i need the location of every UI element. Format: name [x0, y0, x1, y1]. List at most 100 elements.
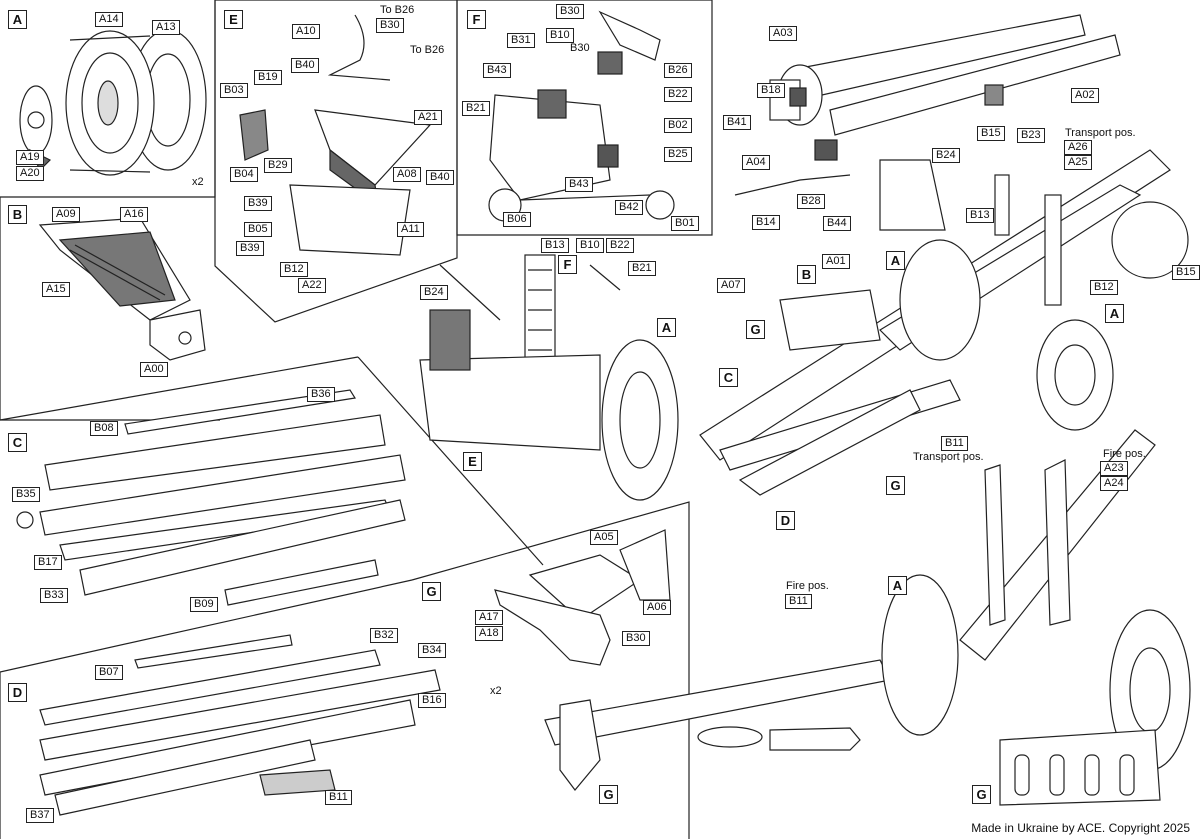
part-label: B13	[541, 238, 569, 253]
front-view-drawing	[419, 254, 679, 501]
section-marker-g-transport: G	[886, 476, 905, 495]
part-label: A07	[717, 278, 745, 293]
fire-position-drawing	[544, 429, 1191, 806]
part-label: B11	[785, 594, 812, 609]
part-label: B02	[664, 118, 692, 133]
part-label: A03	[769, 26, 797, 41]
part-label: A26	[1064, 140, 1092, 155]
panel-border	[456, 0, 713, 236]
part-label: B36	[307, 387, 335, 402]
sight-assembly-drawing	[488, 10, 675, 222]
part-label: A06	[643, 600, 671, 615]
routing-note: To B26	[410, 44, 445, 56]
part-label: A02	[1071, 88, 1099, 103]
part-label: A08	[393, 167, 421, 182]
section-marker-c-transport: C	[719, 368, 738, 387]
part-label: B15	[1172, 265, 1200, 280]
part-label: B16	[418, 693, 446, 708]
part-label: A00	[140, 362, 168, 377]
section-marker-g-transport: G	[746, 320, 765, 339]
copyright-footer: Made in Ukraine by ACE. Copyright 2025	[971, 821, 1190, 835]
panel-border	[411, 501, 690, 839]
part-label: B22	[664, 87, 692, 102]
part-label: A25	[1064, 155, 1092, 170]
part-label: B26	[664, 63, 692, 78]
part-label: A09	[52, 207, 80, 222]
section-marker-a-front: A	[657, 318, 676, 337]
part-label: B35	[12, 487, 40, 502]
section-marker-e-front: E	[463, 452, 482, 471]
part-label: B11	[325, 790, 352, 805]
section-marker-b: B	[8, 205, 27, 224]
part-label: B19	[254, 70, 282, 85]
fire-position-note: Fire pos.	[1103, 448, 1146, 460]
ammo-box-drawing	[38, 217, 206, 361]
part-label: B40	[291, 58, 319, 73]
part-label: B22	[606, 238, 634, 253]
part-label: B21	[462, 101, 490, 116]
section-marker-g-fire: G	[972, 785, 991, 804]
part-label: B43	[483, 63, 511, 78]
part-label: B29	[264, 158, 292, 173]
multiplier-a: x2	[192, 176, 204, 188]
panel-border	[214, 0, 458, 323]
part-label: B24	[932, 148, 960, 163]
multiplier-g: x2	[490, 685, 502, 697]
part-label: B44	[823, 216, 851, 231]
part-label: B25	[664, 147, 692, 162]
part-label: B30	[556, 4, 584, 19]
wheel-parts-drawing	[19, 29, 207, 176]
section-marker-c: C	[8, 433, 27, 452]
part-label: A16	[120, 207, 148, 222]
part-label: A20	[16, 166, 44, 181]
part-label: A23	[1100, 461, 1128, 476]
part-label: A24	[1100, 476, 1128, 491]
part-label: B34	[418, 643, 446, 658]
part-label: A22	[298, 278, 326, 293]
part-label: B43	[565, 177, 593, 192]
part-label: A10	[292, 24, 320, 39]
part-label: B39	[244, 196, 272, 211]
part-label: B33	[40, 588, 68, 603]
section-marker-d: D	[8, 683, 27, 702]
part-label: A04	[742, 155, 770, 170]
part-label: B30	[622, 631, 650, 646]
section-marker-a: A	[8, 10, 27, 29]
part-label: B10	[576, 238, 604, 253]
part-label: B14	[752, 215, 780, 230]
section-marker-a-transport: A	[886, 251, 905, 270]
part-label: B01	[671, 216, 699, 231]
panel-border	[0, 356, 359, 421]
part-label: B11	[941, 436, 968, 451]
part-label: B12	[1090, 280, 1118, 295]
part-label: B13	[966, 208, 994, 223]
section-marker-g-fire: G	[599, 785, 618, 804]
part-label: A19	[16, 150, 44, 165]
part-label: A11	[397, 222, 424, 237]
section-marker-g: G	[422, 582, 441, 601]
routing-note: To B26	[380, 4, 415, 16]
fire-position-note: Fire pos.	[786, 580, 829, 592]
part-label: A01	[822, 254, 850, 269]
part-label: B24	[420, 285, 448, 300]
barrel-drawing	[734, 14, 1121, 231]
part-label: A18	[475, 626, 503, 641]
part-label: B15	[977, 126, 1005, 141]
part-label: B12	[280, 262, 308, 277]
part-label: B37	[26, 808, 54, 823]
part-label: B21	[628, 261, 656, 276]
part-label: B41	[723, 115, 751, 130]
section-marker-a-fire: A	[888, 576, 907, 595]
part-label: B08	[90, 421, 118, 436]
section-marker-d-transport: D	[776, 511, 795, 530]
part-label: B17	[34, 555, 62, 570]
section-marker-f: F	[467, 10, 486, 29]
part-label: B04	[230, 167, 258, 182]
transport-position-drawing	[699, 149, 1189, 496]
part-label: A21	[414, 110, 442, 125]
transport-position-note: Transport pos.	[913, 451, 984, 463]
part-label: A14	[95, 12, 123, 27]
transport-position-note: Transport pos.	[1065, 127, 1136, 139]
part-label: B30	[376, 18, 404, 33]
